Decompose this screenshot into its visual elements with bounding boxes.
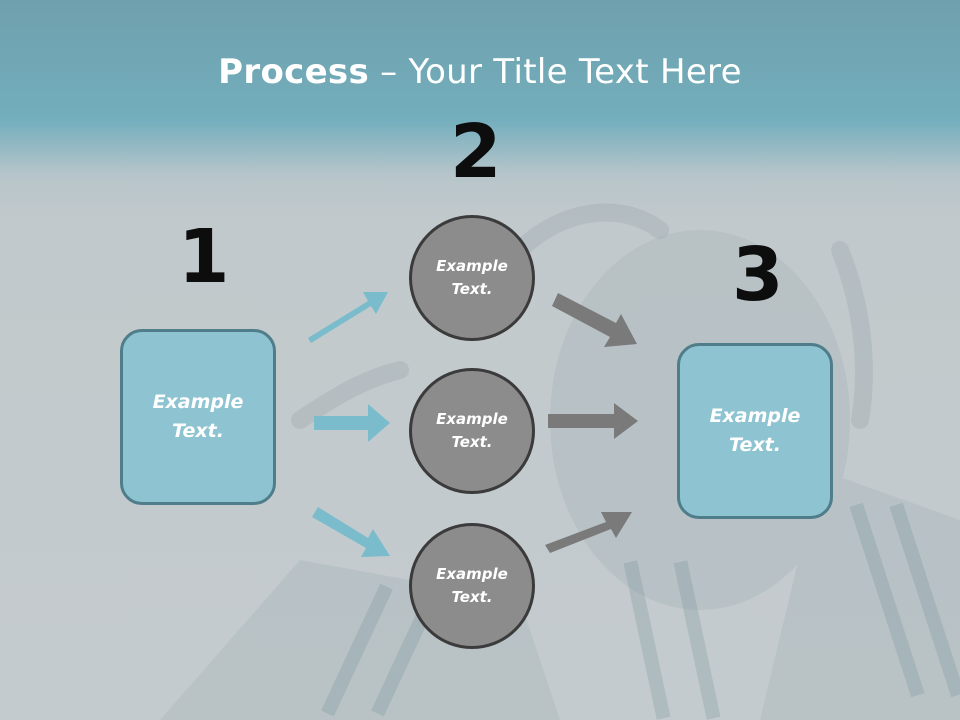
arrow-left-to-middle-circle <box>314 404 390 442</box>
circle-top-text: Example Text. <box>436 257 508 298</box>
title-bold: Process <box>218 52 370 92</box>
circle-middle-text: Example Text. <box>436 410 508 451</box>
left-process-box: Example Text. <box>120 329 276 505</box>
arrow-left-to-bottom-circle <box>312 507 390 557</box>
circle-middle: Example Text. <box>409 368 535 494</box>
circle-bottom-text: Example Text. <box>436 565 508 606</box>
left-box-text: Example Text. <box>152 391 244 442</box>
right-process-box: Example Text. <box>677 343 833 519</box>
arrow-left-to-top-circle <box>308 292 388 343</box>
arrow-bottom-circle-to-right <box>545 512 632 553</box>
step-number-3: 3 <box>732 232 784 318</box>
slide-title: Process – Your Title Text Here <box>0 52 960 92</box>
arrow-top-circle-to-right <box>552 293 637 347</box>
right-box-text: Example Text. <box>709 405 801 456</box>
circle-bottom: Example Text. <box>409 523 535 649</box>
step-number-1: 1 <box>178 214 230 300</box>
arrow-middle-circle-to-right <box>548 403 638 439</box>
circle-top: Example Text. <box>409 215 535 341</box>
title-rest: – Your Title Text Here <box>369 52 742 92</box>
step-number-2: 2 <box>450 109 502 195</box>
